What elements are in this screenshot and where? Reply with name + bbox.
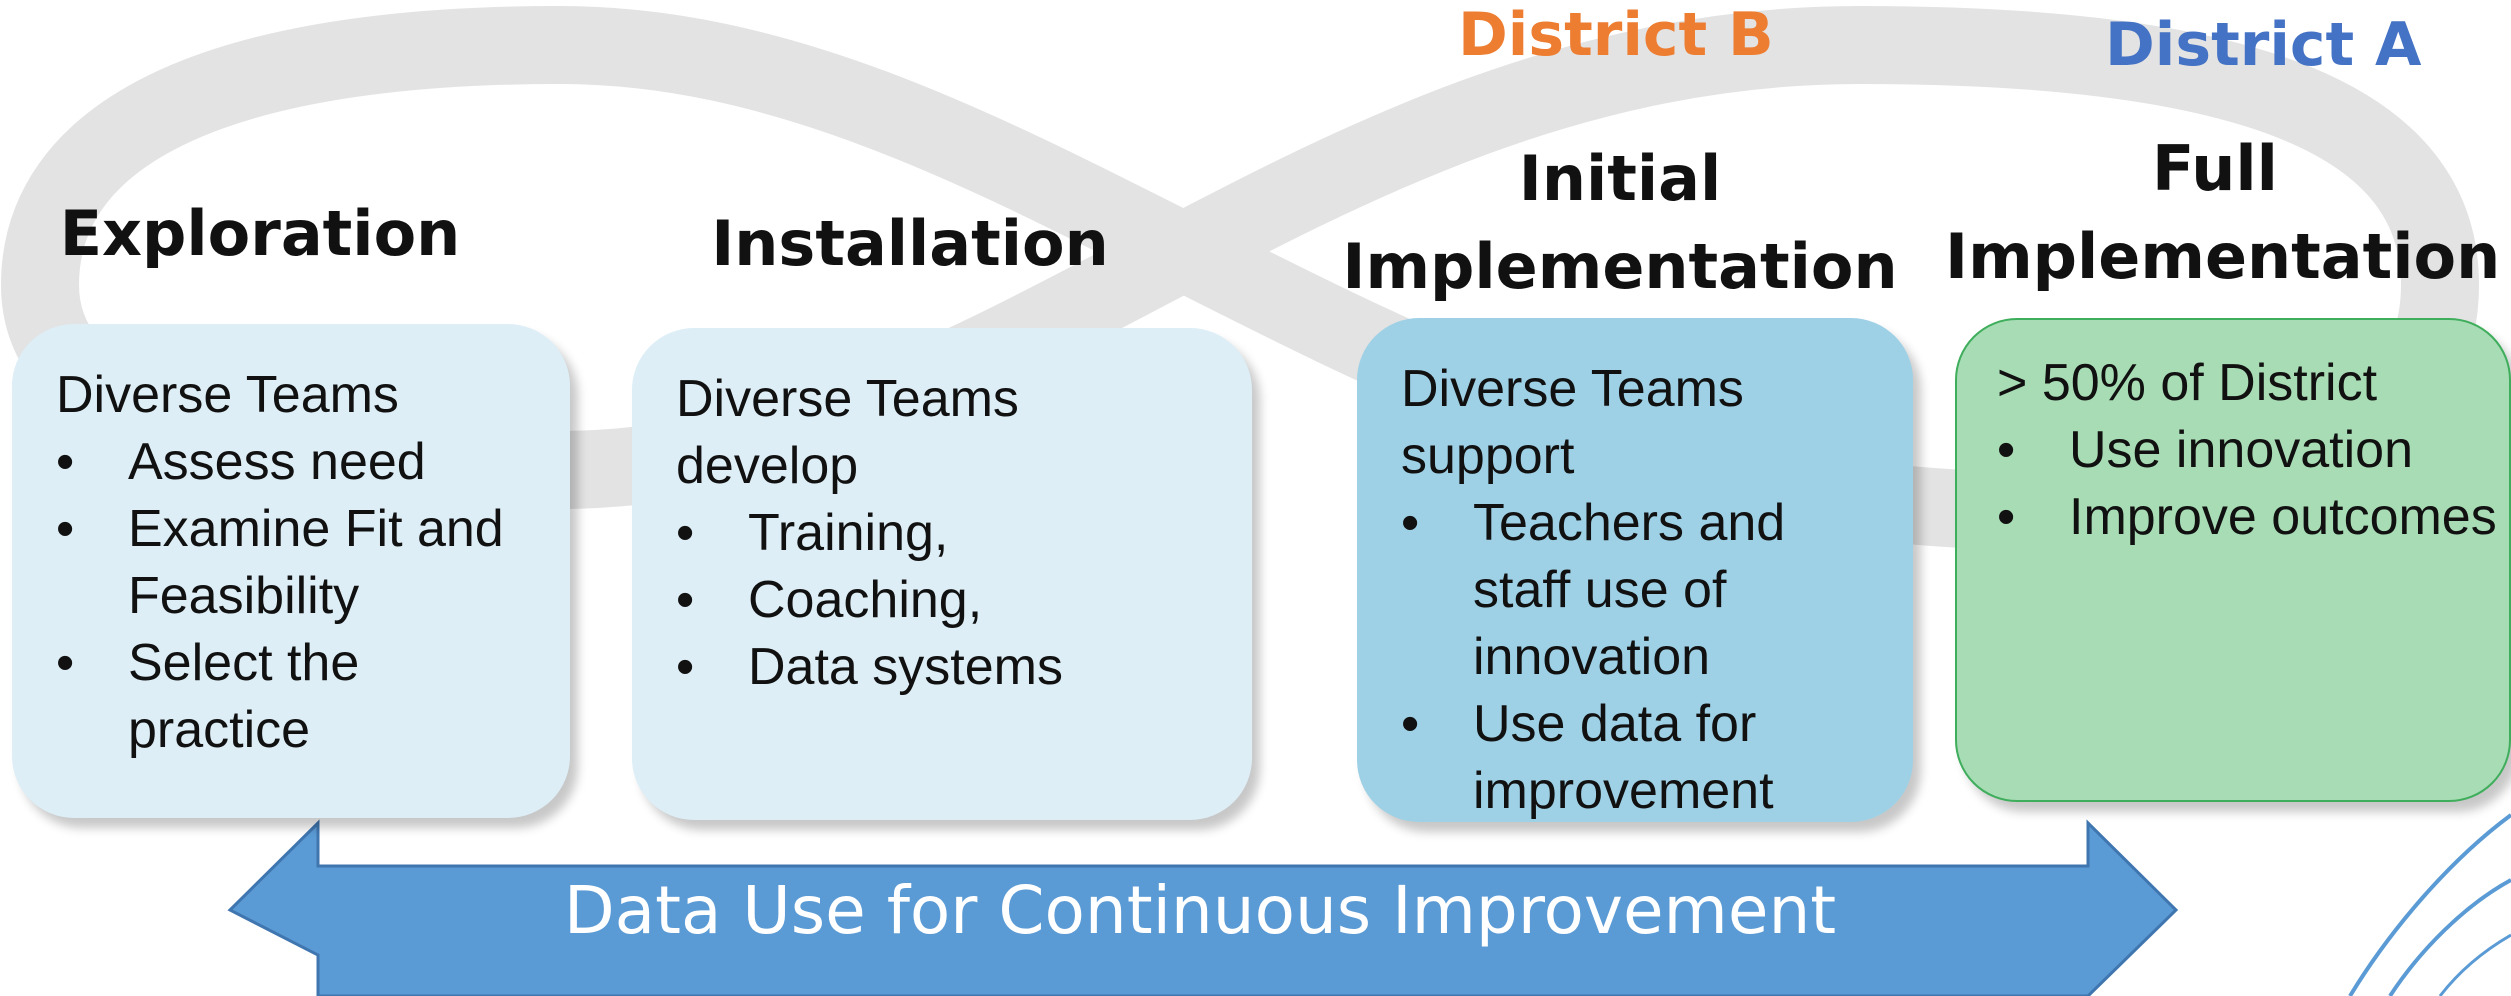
list-item: Use innovation [1997,417,2499,484]
stage-bullet-list: Training, Coaching, Data systems [676,500,1232,701]
stage-bullet-list: Teachers and staff use of innovation Use… [1401,490,1893,825]
stage-intro: > 50% of District [1997,354,2378,412]
continuous-improvement-arrow [227,819,2179,996]
list-item: Data systems [676,634,1232,701]
stage-box-initial-implementation: Diverse Teams support Teachers and staff… [1357,318,1913,822]
stage-box-full-implementation: > 50% of District Use innovation Improve… [1955,318,2511,802]
list-item: Training, [676,500,1232,567]
stage-bullet-list: Use innovation Improve outcomes [1997,417,2499,551]
arrow-label: Data Use for Continuous Improvement [563,872,1837,949]
stage-box-exploration: Diverse Teams Assess need Examine Fit an… [12,324,570,818]
stage-intro: Diverse Teams [56,366,399,424]
list-item: Assess need [56,429,552,496]
stage-title-full-implementation: Full Implementation [1945,132,2501,293]
list-item: Improve outcomes [1997,484,2499,551]
stage-title-initial-implementation: Initial Implementation [1342,142,1898,303]
stage-title-exploration: Exploration [59,197,461,270]
stage-box-installation: Diverse Teams develop Training, Coaching… [632,328,1252,820]
list-item: Coaching, [676,567,1232,634]
corner-swoosh-decoration [2348,813,2511,996]
list-item: Teachers and staff use of innovation [1401,490,1893,691]
district-b-label: District B [1458,0,1774,70]
stage-bullet-list: Assess need Examine Fit and Feasibility … [56,429,552,764]
stage-intro: Diverse Teams support [1401,360,1744,485]
list-item: Examine Fit and Feasibility [56,496,552,630]
stage-intro: Diverse Teams develop [676,370,1019,495]
list-item: Select the practice [56,630,552,764]
list-item: Use data for improvement [1401,691,1893,825]
stage-title-installation: Installation [711,207,1109,280]
district-a-label: District A [2105,10,2422,80]
